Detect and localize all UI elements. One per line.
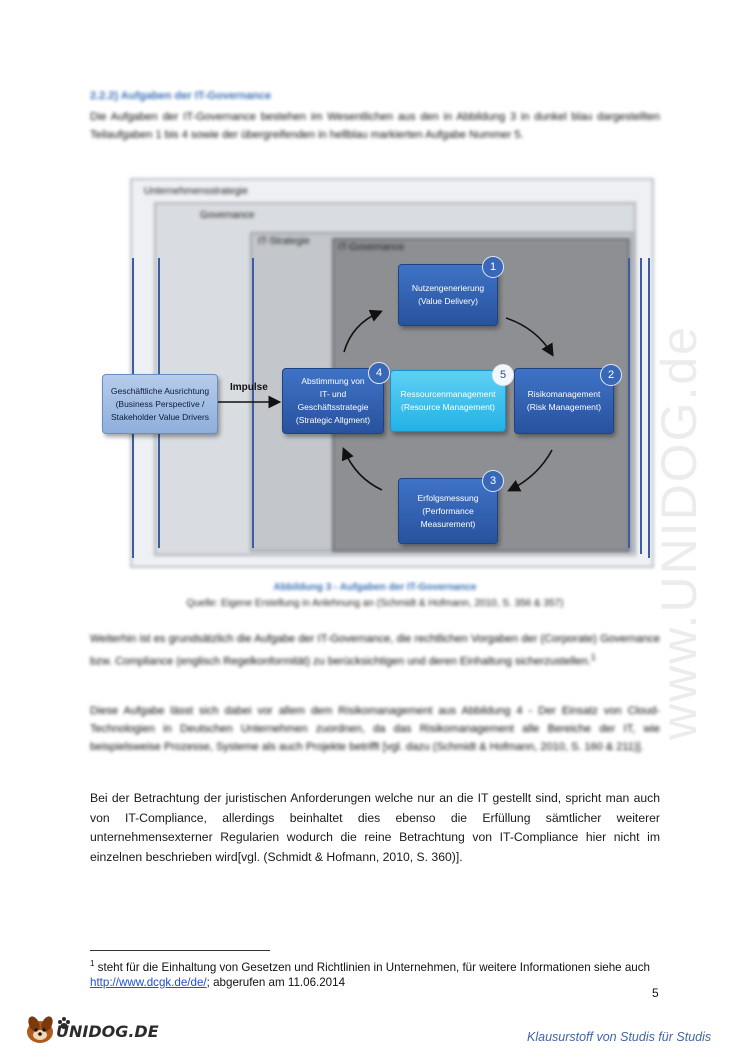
node-4-line-2: IT- und [319, 389, 347, 399]
node-2-subtitle: (Risk Management) [526, 402, 602, 412]
node-5-badge: 5 [492, 364, 514, 386]
business-line-3: Stakeholder Value Drivers [110, 411, 210, 422]
watermark: www.UNIDOG.de [651, 325, 707, 740]
node-3-badge: 3 [482, 470, 504, 492]
paragraph-compliance: Weiterhin ist es grundsätzlich die Aufga… [90, 630, 660, 671]
frame-border-line [628, 258, 630, 548]
node-5-subtitle: (Resource Management) [400, 402, 495, 412]
it-governance-diagram: Unternehmensstrategie Governance IT-Stra… [100, 178, 660, 570]
paragraph-it-compliance: Bei der Betrachtung der juristischen Anf… [90, 791, 660, 864]
figure-caption-title: Abbildung 3 - Aufgaben der IT-Governance [273, 582, 477, 593]
frame-border-line [252, 258, 254, 548]
unidog-logo-icon [27, 1016, 70, 1043]
section-heading: 2.2.2) Aufgaben der IT-Governance [90, 90, 272, 102]
node-risk-management: Risikomanagement (Risk Management) [514, 368, 614, 434]
business-alignment-box: Geschäftliche Ausrichtung (Business Pers… [102, 374, 218, 434]
node-2-title: Risikomanagement [527, 389, 601, 399]
impulse-label: Impulse [230, 382, 268, 393]
frame-label-unternehmensstrategie: Unternehmensstrategie [144, 186, 248, 197]
node-1-badge: 1 [482, 256, 504, 278]
frame-label-it-strategie: IT-Strategie [258, 236, 310, 247]
footer-tagline: Klausurstoff von Studis für Studis [527, 1030, 712, 1044]
page-number: 5 [652, 986, 659, 1000]
node-5-title: Ressourcenmanagement [400, 389, 496, 399]
paragraph-risk: Diese Aufgabe lässt sich dabei vor allem… [90, 705, 660, 753]
footnote-divider [90, 950, 270, 951]
node-1-title: Nutzengenerierung [411, 283, 485, 293]
node-value-delivery: Nutzengenerierung (Value Delivery) [398, 264, 498, 326]
frame-border-line [648, 258, 650, 558]
logo-text: UNIDOG.DE [56, 1022, 159, 1041]
node-resource-management: Ressourcenmanagement (Resource Managemen… [390, 370, 506, 432]
node-performance-measurement: Erfolgsmessung (Performance Measurement) [398, 478, 498, 544]
footnote-link[interactable]: http://www.dcgk.de/de/ [90, 975, 207, 989]
business-line-2: (Business Perspective / [115, 398, 205, 409]
frame-label-it-governance: IT-Governance [338, 242, 405, 253]
footnote-text: steht für die Einhaltung von Gesetzen un… [94, 960, 650, 974]
cycle-arrows [218, 309, 554, 492]
footnote-reference: 1 [590, 652, 596, 662]
footnote-suffix: ; abgerufen am 11.06.2014 [206, 975, 346, 989]
frame-border-line [640, 258, 642, 554]
business-line-1: Geschäftliche Ausrichtung [110, 385, 210, 396]
footnote: 1 steht für die Einhaltung von Gesetzen … [90, 956, 670, 990]
footnote-marker: 1 [90, 959, 95, 968]
intro-paragraph: Die Aufgaben der IT-Governance bestehen … [90, 111, 660, 141]
node-2-badge: 2 [600, 364, 622, 386]
node-3-subtitle-2: Measurement) [420, 518, 476, 529]
node-3-subtitle-1: (Performance [422, 505, 474, 516]
figure-caption-source: Quelle: Eigene Erstellung in Anlehnung a… [186, 598, 564, 609]
node-1-subtitle: (Value Delivery) [418, 296, 478, 306]
paragraph-compliance-text: Weiterhin ist es grundsätzlich die Aufga… [90, 633, 660, 668]
node-3-title: Erfolgsmessung [417, 492, 479, 503]
node-strategic-alignment: Abstimmung von IT- und Geschäftsstrategi… [282, 368, 384, 434]
frame-label-governance: Governance [200, 210, 255, 221]
node-4-subtitle: (Strategic Allgment) [295, 415, 371, 425]
node-4-line-3: Geschäftsstrategie [297, 402, 369, 412]
node-4-badge: 4 [368, 362, 390, 384]
node-4-title: Abstimmung von [301, 376, 365, 386]
